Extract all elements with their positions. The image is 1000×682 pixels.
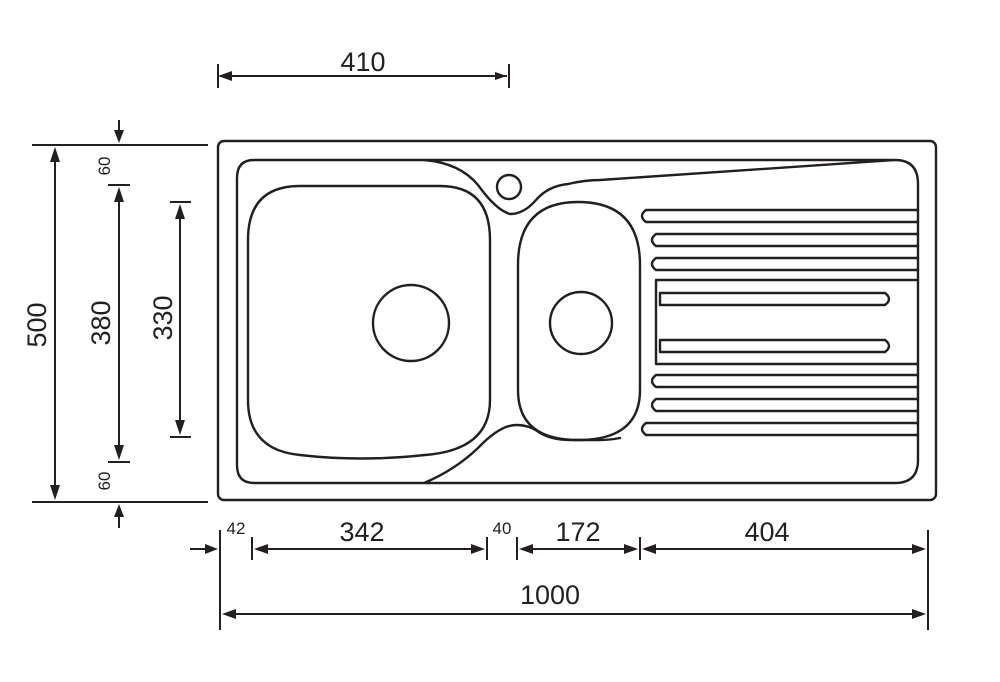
drainer-groove — [658, 291, 891, 307]
dim-margin-top-label: 60 — [95, 157, 114, 176]
drainer-grooves — [640, 208, 920, 437]
drainer-groove — [658, 338, 891, 354]
sink-outline — [216, 139, 938, 502]
drainer-groove — [650, 256, 920, 272]
dimension-left-330: 330 — [148, 201, 191, 438]
drainer-groove — [640, 421, 920, 437]
dim-top-width-label: 410 — [340, 47, 385, 77]
main-bowl-drain — [371, 283, 451, 363]
dim-margin-bottom-label: 60 — [95, 472, 114, 491]
small-bowl — [516, 200, 642, 442]
dim-total-depth-label: 500 — [22, 302, 52, 347]
drainer-groove — [640, 208, 920, 224]
dimension-left-500: 500 — [22, 144, 208, 503]
main-bowl — [246, 184, 492, 460]
dim-main-bowl-width-label: 342 — [339, 517, 384, 547]
dimension-top-410: 410 — [217, 47, 510, 88]
drainer-groove — [650, 373, 920, 389]
dim-gap-label: 40 — [493, 519, 512, 538]
small-bowl-drain — [548, 290, 614, 356]
dim-small-bowl-depth-label: 330 — [148, 295, 178, 340]
drainer-groove — [650, 232, 920, 248]
drainer-groove — [650, 397, 920, 413]
dim-small-bowl-width-label: 172 — [555, 517, 600, 547]
dimension-left-380: 380 60 60 — [86, 120, 130, 528]
sink-outer-frame — [216, 139, 938, 502]
dim-margin-left-label: 42 — [227, 519, 246, 538]
dimension-bottom-1000: 1000 — [222, 580, 926, 619]
dim-main-bowl-depth-label: 380 — [86, 300, 116, 345]
drainer-center-panel — [654, 278, 920, 366]
tap-hole — [495, 173, 523, 201]
dim-drainer-width-label: 404 — [744, 517, 789, 547]
dimension-bottom-segments: 42 342 40 172 404 — [190, 517, 929, 630]
dim-total-width-label: 1000 — [520, 580, 580, 610]
